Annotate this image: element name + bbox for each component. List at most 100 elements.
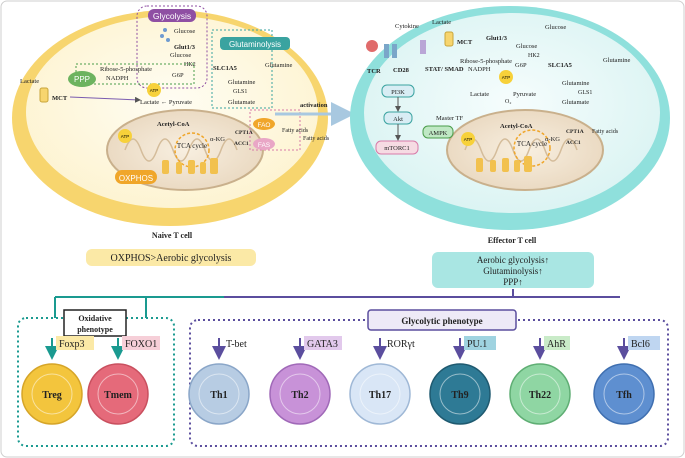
naive-akg-label: α-KG [210,136,225,143]
effector-tca-label: TCA cycle [517,140,547,148]
oxidative-cell-tmem [87,363,149,425]
akt-label: Akt [393,116,403,123]
effector-summary-ppp: PPP↑ [503,277,523,287]
glycolytic-tf-highlight [628,336,660,350]
oxidative-cell-nucleus [97,373,139,415]
glycolytic-cell-nucleus [359,373,401,415]
master-tf-label: Master TF [436,115,464,122]
glycolytic-cell-th22 [509,363,571,425]
glycolytic-tf-highlight [544,336,570,350]
effector-r5p-label: Ribose-5-phosphate [460,58,512,65]
glycolytic-tf-highlight [304,336,342,350]
naive-cpt1a-label: CPT1A [235,130,253,136]
glucose-dot [166,38,170,42]
effector-mitochondrion [446,109,604,191]
naive-fas-label: FAS [258,142,271,149]
effector-acetyl-label: Acetyl-CoA [500,123,533,130]
glucose-dot [160,34,164,38]
naive-glucose-label: Glucose [174,28,195,35]
effector-nadph-label: NADPH [468,66,491,73]
oxidative-title-line1: Oxidative [78,314,112,323]
naive-glut-label: Glut1/3 [174,44,196,51]
effector-summary-box [432,252,594,288]
naive-hk2-label: HK2 [184,62,196,68]
naive-glucose2-label: Glucose [170,52,191,59]
effector-title: Effector T cell [488,236,537,245]
naive-glutaminolysis-label: Glutaminolysis [229,40,281,49]
naive-title: Naive T cell [152,231,193,240]
naive-glutamate-label: Glutamate [228,99,255,106]
naive-cell: TCA cycle Glycolysis Glucose Glut1/3 Glu… [12,5,330,266]
oxidative-tf-highlight [122,336,160,350]
effector-acc1-label: ACC1 [566,140,581,146]
naive-ppp-badge [68,71,96,87]
effector-glucose2-label: Glucose [516,43,537,50]
effector-glutamate-label: Glutamate [562,99,589,106]
glycolytic-tf-label: RORγt [387,339,415,350]
naive-glutaminolysis-badge [220,37,290,50]
stat-smad-label: STAT/ SMAD [425,66,464,73]
naive-nadph-label: NADPH [106,75,129,82]
naive-fatty2-label: Fatty acids [303,136,330,142]
effector-o2-label: O₂ [505,99,511,105]
effector-glucose-label: Glucose [545,24,566,31]
effector-summary-glutaminolysis: Glutaminolysis↑ [483,266,543,276]
naive-ppp-label: PPP [74,75,90,84]
effector-gls1-label: GLS1 [578,90,592,96]
naive-lactate-pyruvate-label: Lactate ← Pyruvate [140,99,192,106]
naive-glycolysis-badge [148,9,196,22]
naive-lactate-arrow [69,96,141,103]
cytokine-label: Cytokine [395,23,419,30]
glycolytic-title-box [367,309,517,331]
cd28-receptor [392,44,397,58]
effector-glutamine-label: Glutamine [603,57,631,64]
glycolytic-tf-highlight [464,336,496,350]
effector-cpt1a-label: CPT1A [566,129,584,135]
cytokine-receptor [420,40,426,54]
effector-atp-label: ATP [502,75,510,80]
glycolytic-cell-tfh [593,363,655,425]
naive-fatty1-label: Fatty acids [282,128,309,134]
glycolytic-cells: T-betTh1GATA3Th2RORγtTh17PU.1Th9AhRTh22B… [188,336,660,425]
glucose-dot [163,28,167,32]
branch-lines [54,289,620,318]
effector-glutamine2-label: Glutamine [562,80,590,87]
effector-cristae [464,138,578,162]
effector-atp-badge [499,70,513,84]
effector-slc1a5-label: SLC1A5 [548,62,573,69]
naive-fas-badge [253,138,275,150]
glycolytic-tf-label: AhR [547,339,566,350]
naive-atp-label: ATP [150,88,158,93]
naive-oxphos-label: OXPHOS [119,174,153,183]
naive-cristae [124,138,238,162]
cd28-label: CD28 [393,67,410,74]
effector-fatty-label: Fatty acids [592,129,619,135]
naive-acc1-label: ACC1 [234,141,249,147]
naive-glycolysis-label: Glycolysis [153,11,191,21]
ampk-label: AMPK [429,130,448,137]
glycolytic-title: Glycolytic phenotype [401,316,482,326]
effector-tca-cycle [513,129,551,167]
naive-slc1a5-label: SLC1A5 [213,65,238,72]
cytokine-ball [366,40,378,52]
naive-atp2-badge [118,129,132,143]
oxidative-cell-nucleus [31,373,73,415]
glycolytic-cell-label: Th17 [369,390,391,401]
naive-glutamine2-label: Glutamine [228,79,256,86]
glycolytic-cell-label: Tfh [616,390,632,401]
glycolytic-cell-label: Th22 [529,390,551,401]
effector-atp2-label: ATP [464,137,472,142]
naive-lactate-label: Lactate [20,78,39,85]
effector-glut-label: Glut1/3 [486,35,508,42]
naive-summary: OXPHOS>Aerobic glycolysis [111,253,232,264]
effector-etc [476,156,532,172]
naive-glutaminolysis-frame [211,29,273,109]
glycolytic-cell-th9 [429,363,491,425]
glycolytic-cell-th2 [269,363,331,425]
glycolytic-tf-label: Bcl6 [631,339,650,350]
naive-summary-box [86,249,256,266]
effector-cell: TCA cycle TCR CD28 Cytokine STAT/ SMAD P… [350,6,670,288]
